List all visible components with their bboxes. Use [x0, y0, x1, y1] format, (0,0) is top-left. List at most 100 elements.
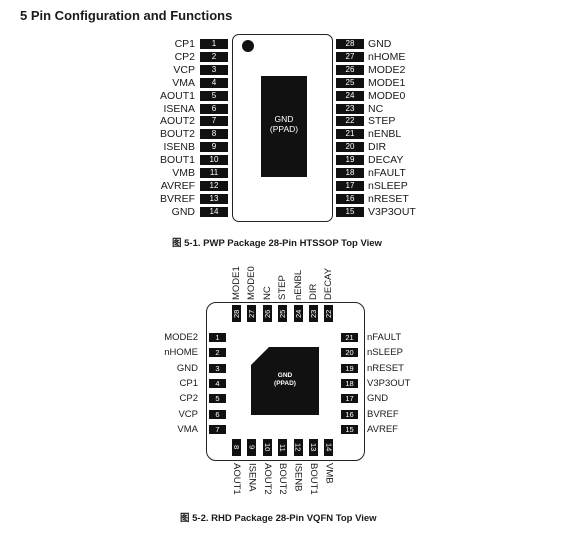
pin-number-box: 2 — [200, 51, 228, 62]
pin-name: CP2 — [174, 50, 195, 63]
pin-name: V3P3OUT — [367, 377, 411, 389]
pin-number-box: 18 — [336, 168, 364, 178]
rhd-caption: 图 5-2. RHD Package 28-Pin VQFN Top View — [180, 513, 377, 524]
pin-name: GND — [368, 38, 392, 50]
pwp-caption: 图 5-1. PWP Package 28-Pin HTSSOP Top Vie… — [172, 238, 382, 249]
pin-number-box: 14 — [200, 206, 228, 217]
pin-number-box: 3 — [200, 64, 228, 75]
pin-name: CP1 — [179, 377, 198, 389]
pin-name: VMA — [172, 76, 195, 89]
pin-name: MODE0 — [246, 266, 258, 300]
pad-label-line2: (PPAD) — [269, 124, 299, 134]
pin-number-box: 21 — [336, 129, 364, 140]
rhd-pad-label-line2: (PPAD) — [274, 380, 296, 387]
pin-name: ISENB — [292, 463, 304, 492]
pad-label-line1: GND — [274, 114, 294, 124]
pin-number-box: 25 — [278, 305, 288, 322]
pin-name: STEP — [277, 275, 289, 300]
pin-name: AOUT2 — [159, 115, 195, 128]
pin-name: AOUT2 — [261, 463, 273, 495]
pin-name: NC — [261, 286, 273, 300]
pin-name: BOUT2 — [277, 463, 289, 495]
pin-name: DIR — [368, 141, 387, 154]
pin-number-box: 19 — [336, 155, 364, 166]
pin-name: MODE0 — [368, 89, 406, 102]
pin-number-box: 6 — [200, 103, 228, 114]
pin-name: AVREF — [367, 423, 398, 435]
pin-number-box: 4 — [209, 378, 226, 388]
rhd-thermal-pad — [251, 347, 319, 415]
pin-number-box: 28 — [336, 39, 364, 49]
pwp-thermal-pad: GND (PPAD) — [261, 76, 307, 177]
pin-number-box: 10 — [262, 439, 272, 456]
pin-number-box: 15 — [341, 424, 358, 434]
pin-number-box: 6 — [209, 409, 226, 419]
pin-name: GND — [171, 205, 195, 218]
pin-name: GND — [176, 362, 198, 374]
pin-number-box: 12 — [293, 439, 303, 456]
pin-number-box: 13 — [200, 193, 228, 204]
pin1-marker-dot — [242, 40, 254, 52]
pin-number-box: 8 — [200, 129, 228, 140]
pin-name: STEP — [368, 115, 396, 128]
pin-number-box: 5 — [209, 394, 226, 404]
pin-name: nRESET — [368, 192, 409, 205]
pin-number-box: 27 — [336, 51, 364, 62]
section-title: 5 Pin Configuration and Functions — [20, 8, 233, 23]
pin-name: VMB — [323, 463, 335, 484]
rhd-pad-label-line1: GND — [277, 372, 293, 379]
pin-number-box: 17 — [336, 180, 364, 191]
pin-number-box: 20 — [341, 348, 358, 358]
pin-number-box: 19 — [341, 363, 358, 373]
pin-name: nENBL — [292, 269, 304, 300]
pin-name: VCP — [178, 408, 198, 420]
pin-name: AOUT1 — [231, 463, 242, 495]
pin-number-box: 26 — [336, 64, 364, 75]
pin-number-box: 5 — [200, 90, 228, 101]
pin-name: VCP — [173, 63, 195, 76]
pin-number-box: 28 — [232, 305, 241, 322]
pin-number-box: 7 — [200, 116, 228, 127]
pin-name: DECAY — [323, 267, 335, 300]
pin-number-box: 27 — [247, 305, 257, 322]
pin-name: nFAULT — [368, 167, 406, 179]
pin-name: CP1 — [174, 38, 195, 50]
pin-name: VMB — [172, 167, 195, 179]
pin-number-box: 10 — [200, 155, 228, 166]
pin-name: nENBL — [368, 128, 402, 141]
pin-number-box: 9 — [200, 142, 228, 153]
pin-name: NC — [368, 102, 384, 115]
pin-name: CP2 — [179, 393, 198, 405]
pin-number-box: 24 — [336, 90, 364, 101]
pin-name: GND — [367, 393, 389, 405]
pin-number-box: 16 — [336, 193, 364, 204]
pin-name: DIR — [308, 283, 319, 300]
pin-name: MODE2 — [164, 332, 198, 343]
pin-name: nSLEEP — [368, 179, 408, 192]
pin-number-box: 21 — [341, 333, 358, 342]
pin-name: DECAY — [368, 154, 404, 167]
pin-number-box: 11 — [200, 168, 228, 178]
pin-number-box: 23 — [309, 305, 318, 322]
pin-name: BOUT1 — [308, 463, 319, 495]
pin-number-box: 14 — [324, 439, 334, 456]
pin-number-box: 4 — [200, 77, 228, 88]
pin-name: MODE1 — [368, 76, 406, 89]
pin-name: VMA — [177, 423, 198, 435]
pin-number-box: 17 — [341, 394, 358, 404]
pin-name: MODE2 — [368, 63, 406, 76]
pin-number-box: 11 — [278, 439, 288, 456]
pin-name: ISENA — [246, 463, 258, 492]
pin-number-box: 25 — [336, 77, 364, 88]
pin-number-box: 18 — [341, 378, 358, 388]
pin-number-box: 20 — [336, 142, 364, 153]
pin-number-box: 9 — [247, 439, 257, 456]
pin-number-box: 15 — [336, 206, 364, 217]
pin-name: BVREF — [367, 408, 399, 420]
pin-number-box: 3 — [209, 363, 226, 373]
pin-name: MODE1 — [231, 266, 242, 300]
pin-number-box: 26 — [262, 305, 272, 322]
pin-name: nRESET — [367, 362, 404, 374]
pin-name: BOUT2 — [159, 128, 195, 141]
pin-name: BOUT1 — [159, 154, 195, 167]
